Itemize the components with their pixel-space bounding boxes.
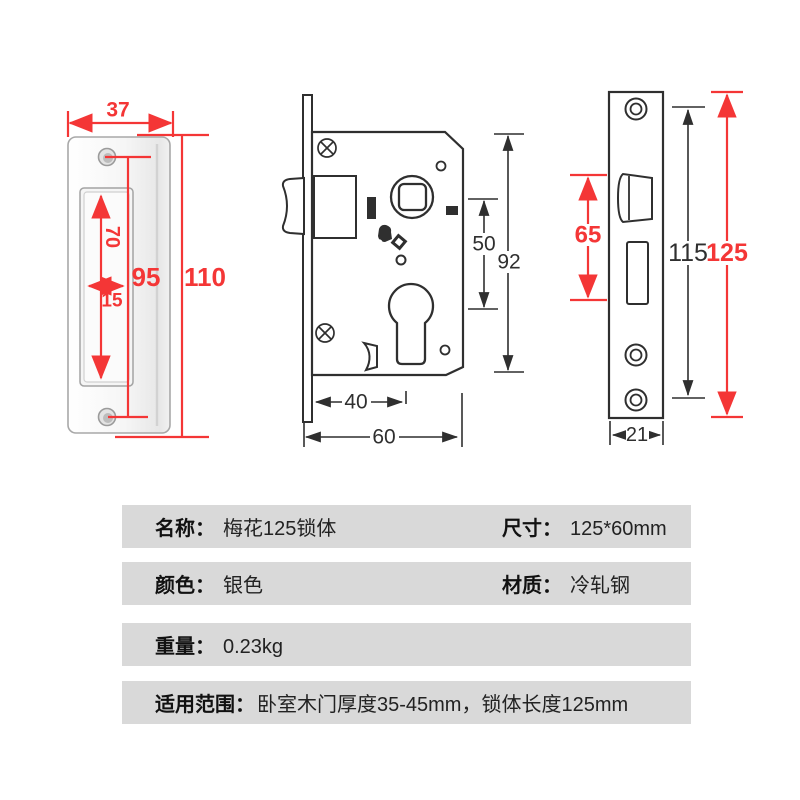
spec-value: 银色 — [223, 575, 263, 597]
spec-label: 尺寸： — [502, 518, 562, 540]
dim-screw-span-label: 115 — [668, 239, 708, 267]
strike-plate-dimensions — [66, 111, 209, 439]
lock-case-outline — [310, 130, 465, 377]
deadbolt-cutout — [626, 241, 649, 305]
spec-row-application: 适用范围： 卧室木门厚度35-45mm，锁体长度125mm — [122, 681, 691, 724]
spec-color: 颜色： 银色 — [155, 569, 263, 598]
spec-size: 尺寸： 125*60mm — [502, 512, 667, 541]
dim-faceplate-width-label: 21 — [626, 424, 648, 446]
internal-parts — [375, 224, 408, 266]
phillips-screw — [317, 138, 337, 158]
screw-hole — [97, 407, 117, 427]
spec-label: 重量： — [155, 636, 215, 658]
dim-slot-height-label: 70 — [101, 226, 123, 248]
screw-hole — [624, 97, 648, 121]
spec-row-color-material: 颜色： 银色 材质： 冷轧钢 — [122, 562, 691, 605]
spec-row-name-size: 名称： 梅花125锁体 尺寸： 125*60mm — [122, 505, 691, 548]
latch-cutout — [616, 172, 653, 224]
dim-hole-spacing-label: 95 — [132, 262, 161, 292]
dim-length-label: 125 — [706, 239, 748, 267]
dim-backset-label: 40 — [344, 391, 367, 414]
rivet-hole — [439, 344, 451, 356]
spindle-hub — [389, 174, 435, 220]
screw-hole — [624, 343, 648, 367]
strike-plate-drawing: 37 70 15 95 110 — [66, 99, 226, 439]
stop-block-left — [367, 197, 376, 219]
spec-label: 名称： — [155, 518, 215, 540]
phillips-screw — [315, 323, 335, 343]
spec-value: 卧室木门厚度35-45mm，锁体长度125mm — [257, 694, 629, 716]
rivet-hole — [435, 160, 447, 172]
dim-slot-width-label: 15 — [101, 291, 123, 312]
retainer-clip — [361, 341, 378, 372]
dim-bolt-span-label: 65 — [575, 222, 602, 249]
spec-weight: 重量： 0.23kg — [155, 630, 283, 659]
spec-label: 材质： — [502, 575, 562, 597]
latch-housing — [313, 175, 357, 239]
latch-bolt — [281, 176, 305, 236]
spec-material: 材质： 冷轧钢 — [502, 569, 630, 598]
euro-cylinder-hole — [387, 282, 435, 366]
technical-drawings: 37 70 15 95 110 — [66, 90, 748, 449]
dim-centers-label: 50 — [472, 233, 495, 256]
lock-faceplate-edge — [302, 94, 313, 423]
dim-width-label: 37 — [106, 99, 129, 122]
spec-label: 适用范围： — [155, 694, 255, 716]
spec-value: 梅花125锁体 — [223, 518, 337, 540]
dim-body-width-label: 60 — [372, 426, 395, 449]
lock-body-drawing: 40 60 50 92 — [281, 94, 524, 449]
spec-name: 名称： 梅花125锁体 — [155, 512, 336, 541]
spec-application: 适用范围： 卧室木门厚度35-45mm，锁体长度125mm — [155, 688, 628, 717]
dim-plate-height-label: 110 — [184, 262, 226, 292]
dim-body-height-label: 92 — [497, 251, 520, 274]
spec-value: 0.23kg — [223, 636, 284, 658]
spec-value: 125*60mm — [570, 518, 667, 540]
stop-block-right — [446, 206, 458, 215]
faceplate-outline — [607, 90, 665, 420]
screw-hole — [624, 388, 648, 412]
spec-row-weight: 重量： 0.23kg — [122, 623, 691, 666]
faceplate-drawing: 65 115 125 21 — [570, 90, 748, 446]
spec-label: 颜色： — [155, 575, 215, 597]
spec-value: 冷轧钢 — [570, 575, 630, 597]
